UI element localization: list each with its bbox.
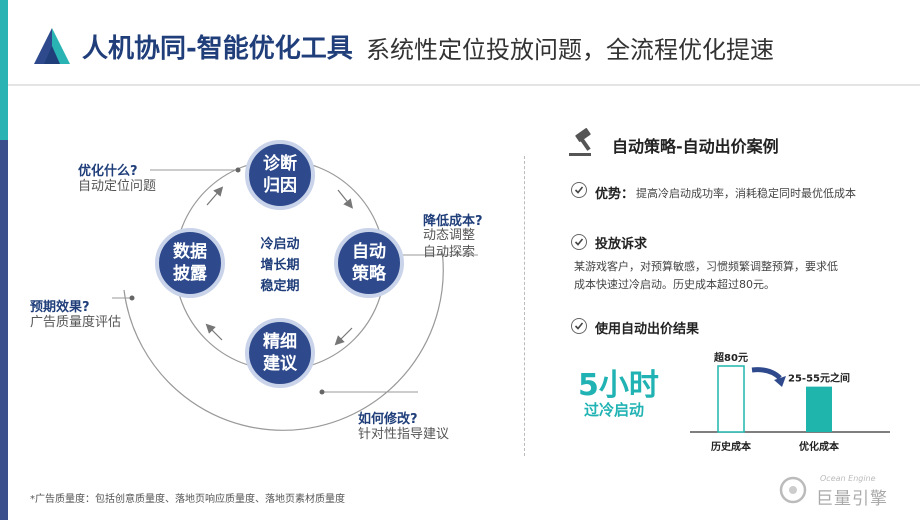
- callout-modify-q: 如何修改?: [358, 412, 418, 427]
- result-label: 使用自动出价结果: [595, 322, 700, 337]
- callout-reduce-a2: 自动探索: [423, 245, 476, 260]
- side-accent-teal: [0, 0, 8, 140]
- page-subtitle: 系统性定位投放问题，全流程优化提速: [366, 36, 774, 64]
- stage-label: 增长期: [260, 258, 300, 273]
- callout-optimize-a: 自动定位问题: [78, 179, 157, 194]
- appeal-label: 投放诉求: [595, 237, 648, 252]
- stage-label: 冷启动: [260, 237, 300, 252]
- node-refine: 精细 建议: [245, 318, 315, 388]
- right-panel-title: 自动策略-自动出价案例: [612, 137, 779, 156]
- brand-en: Ocean Engine: [820, 474, 876, 483]
- node-diagnose-label: 诊断 归因: [263, 154, 297, 196]
- ocean-engine-logo-icon: [779, 476, 807, 504]
- callout-reduce-a1: 动态调整: [423, 228, 476, 243]
- callout-optimize-q: 优化什么?: [78, 164, 138, 179]
- bar-value-label: 超80元: [713, 351, 748, 364]
- stat-hours-sub: 过冷启动: [584, 401, 645, 419]
- check-icon: [571, 182, 587, 198]
- advantage-text: 提高冷启动成功率，消耗稳定同时最优低成本: [636, 187, 856, 200]
- stage-label: 稳定期: [260, 279, 300, 294]
- stat-hours: 5小时: [578, 368, 659, 403]
- appeal-text: 某游戏客户，对预算敏感，习惯频繁调整预算，要求低 成本快速过冷启动。历史成本超过…: [574, 258, 874, 294]
- bar-category-label: 历史成本: [711, 440, 752, 453]
- outer-arc: [123, 249, 444, 431]
- callout-expected-q: 预期效果?: [30, 300, 90, 315]
- cycle-arrow: [205, 323, 223, 341]
- center-stage-labels: 冷启动 增长期 稳定期: [254, 234, 306, 297]
- brand-logo-icon: [34, 28, 70, 64]
- header-divider: [8, 84, 920, 86]
- brand-cn: 巨量引擎: [816, 489, 888, 509]
- bar-1: [806, 386, 832, 432]
- cycle-arrow: [206, 186, 224, 206]
- node-diagnose: 诊断 归因: [245, 140, 315, 210]
- callout-reduce-q: 降低成本?: [423, 214, 483, 229]
- appeal-line: 成本快速过冷启动。历史成本超过80元。: [574, 278, 775, 291]
- callout-dot: [235, 167, 241, 173]
- bar-value-label: 25-55元之间: [788, 372, 850, 385]
- node-data: 数据 披露: [155, 228, 225, 298]
- bar-0: [717, 365, 745, 433]
- callout-dot: [319, 389, 325, 395]
- appeal-line: 某游戏客户，对预算敏感，习惯频繁调整预算，要求低: [574, 260, 838, 273]
- footnote: *广告质量度：包括创意质量度、落地页响应质量度、落地页素材质量度: [30, 494, 345, 505]
- bar-category-label: 优化成本: [799, 440, 840, 453]
- header: 人机协同-智能优化工具 系统性定位投放问题，全流程优化提速: [20, 20, 900, 80]
- cycle-arrow: [334, 327, 353, 346]
- node-data-label: 数据 披露: [173, 242, 207, 284]
- node-auto-strategy: 自动 策略: [334, 228, 404, 298]
- node-auto-strategy-label: 自动 策略: [352, 242, 386, 284]
- node-refine-label: 精细 建议: [263, 332, 297, 374]
- side-accent-bar: [0, 0, 8, 520]
- panel-divider: [524, 156, 525, 456]
- page-title: 人机协同-智能优化工具: [82, 34, 353, 64]
- callout-dot: [129, 295, 135, 301]
- gavel-icon: [569, 128, 591, 156]
- check-icon: [571, 234, 587, 250]
- callout-modify-a: 针对性指导建议: [358, 427, 450, 442]
- trend-arrow: [751, 367, 782, 380]
- check-icon: [571, 318, 587, 334]
- trend-arrow-head: [774, 376, 786, 387]
- callout-expected-a: 广告质量度评估: [30, 315, 122, 330]
- cycle-arrow: [337, 189, 353, 209]
- advantage-label: 优势：: [595, 187, 635, 202]
